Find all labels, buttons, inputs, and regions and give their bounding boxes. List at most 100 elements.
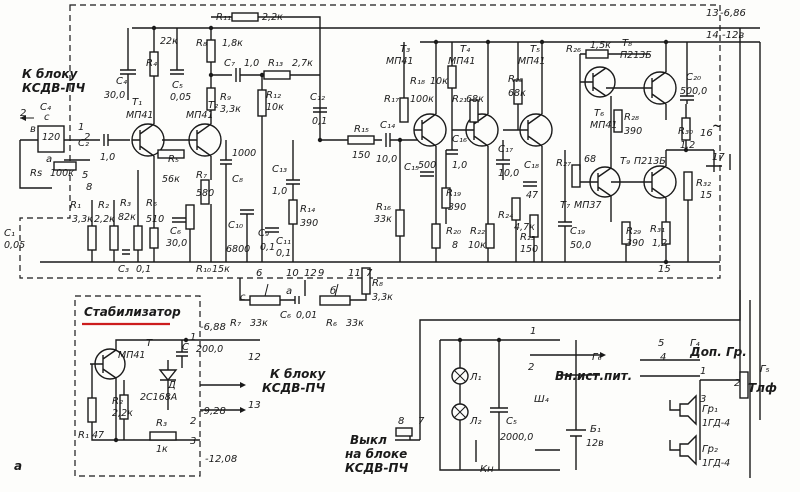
c1-ref: C₁ xyxy=(4,228,15,239)
r2-val: 2,2к xyxy=(94,214,115,225)
rail-v-688: -6,88 xyxy=(200,322,226,333)
jack-node-1: 1 xyxy=(530,326,536,337)
c2-wire xyxy=(64,134,130,146)
off-switch xyxy=(395,427,413,437)
c6p-ref: C₆ xyxy=(280,310,291,321)
r8-ref: R₈ xyxy=(196,38,207,49)
r31-val: 1,2 xyxy=(652,238,667,249)
r22-val: 10к xyxy=(468,240,486,251)
stab-node-2: 2 xyxy=(190,416,196,427)
c8-cap xyxy=(220,140,232,262)
r7-pot xyxy=(249,295,281,306)
node-12: 12 xyxy=(304,268,317,279)
node-1: 1 xyxy=(78,122,84,133)
aux-node-5: 5 xyxy=(658,338,664,349)
t2-leads xyxy=(162,123,212,157)
cext-cap xyxy=(490,340,508,470)
jack-node-2: 2 xyxy=(528,362,534,373)
in-node-2: 2 xyxy=(20,108,26,119)
t5-ref: T₅ xyxy=(530,44,540,55)
r15-val: 150 xyxy=(352,150,370,161)
r28-resistor xyxy=(613,109,623,133)
r7p-ref: R₇ xyxy=(230,318,241,329)
r5-resistor xyxy=(157,149,185,159)
r12-resistor xyxy=(257,89,267,117)
r22-resistor xyxy=(485,223,495,249)
gr1-ref: Гр₁ xyxy=(702,404,718,415)
r28-ref: R₂₈ xyxy=(624,112,639,123)
r27-val: 68 xyxy=(584,154,596,165)
c17-val: 10,0 xyxy=(498,168,519,179)
aux-gr-label: Доп. Гр. xyxy=(689,345,747,359)
battery-ref: Б₁ xyxy=(590,424,601,435)
pot-wiring xyxy=(239,278,367,304)
r32-val: 15 xyxy=(700,190,712,201)
r21-val: 68к xyxy=(466,94,484,105)
node-5: 5 xyxy=(82,170,88,181)
sc-val: 200,0 xyxy=(196,344,223,355)
t1-leads xyxy=(132,123,155,157)
s1-val: 47 xyxy=(92,430,104,441)
c16-cap xyxy=(446,88,458,155)
tlf-label: Тлф xyxy=(748,381,777,395)
r26-val: 1,5к xyxy=(590,40,611,51)
c7-val: 1,0 xyxy=(244,58,259,69)
board-outline xyxy=(19,4,721,279)
stab-outputs xyxy=(200,384,240,411)
c13-ref: C₁₃ xyxy=(272,164,287,175)
r11-val: 2,2к xyxy=(262,12,283,23)
c5-val: 0,05 xyxy=(170,92,191,103)
t5-leads xyxy=(503,113,543,147)
r23-ref: R₂₃ xyxy=(508,74,523,85)
node-8: 8 xyxy=(86,182,92,193)
r26-ref: R₂₆ xyxy=(566,44,581,55)
speaker-gr2 xyxy=(679,434,697,466)
r32-ref: R₃₂ xyxy=(696,178,711,189)
r6-resistor xyxy=(149,227,159,249)
r21-ref: R₂₁ xyxy=(452,94,467,105)
c2-val: 1,0 xyxy=(100,152,115,163)
output-wires xyxy=(610,42,667,222)
r16-ref: R₁₆ xyxy=(376,202,391,213)
c7-ref: C₇ xyxy=(224,58,235,69)
t7-leads xyxy=(580,167,612,197)
feed-wires xyxy=(419,28,761,440)
r9-val: 3,3к xyxy=(220,104,241,115)
ext-supply-label: Вн.ист.пит. xyxy=(555,369,632,383)
r17-val: 100к xyxy=(410,94,434,105)
t5-type: МП41 xyxy=(518,56,545,67)
r1-val: 3,3к xyxy=(72,214,93,225)
r32-wire xyxy=(687,149,722,262)
s3-ref: R₃ xyxy=(156,418,167,429)
c9-val: 0,1 xyxy=(260,242,275,253)
t3-ref: T₃ xyxy=(400,44,410,55)
c20-val: 500,0 xyxy=(680,86,707,97)
r27-resistor xyxy=(571,164,581,188)
s2-val: 2,2к xyxy=(112,408,133,419)
r5-ref: R₅ xyxy=(168,154,179,165)
r2-ref: R₂ xyxy=(98,200,109,211)
r10-val: 15к xyxy=(212,264,230,275)
r22-ref: R₂₂ xyxy=(470,226,485,237)
pin-c-pot: с xyxy=(240,292,246,303)
sw-node-7: 7 xyxy=(418,416,425,427)
r3-val: 82к xyxy=(118,212,136,223)
c19-cap xyxy=(558,150,572,262)
t7-ref: T₇ xyxy=(560,200,570,211)
pin-a-pot: а xyxy=(286,286,292,297)
r24-resistor xyxy=(511,197,521,221)
r10-resistor xyxy=(185,204,195,230)
rs-val: 100к xyxy=(50,168,74,179)
s3-val: 1к xyxy=(156,444,168,455)
r24-val: 4,7к xyxy=(514,222,535,233)
r16-resistor xyxy=(395,209,405,237)
r26-wire xyxy=(579,53,650,170)
r12-ref: R₁₂ xyxy=(266,90,281,101)
r9-resistor xyxy=(206,87,216,111)
c12-cap xyxy=(313,107,327,113)
g6-ref: Г₆ xyxy=(592,352,602,363)
r19-ref: R₁₉ xyxy=(446,188,461,199)
c4-cap xyxy=(120,28,136,100)
c6-ref: C₆ xyxy=(170,226,181,237)
aux-node-1: 1 xyxy=(700,366,706,377)
